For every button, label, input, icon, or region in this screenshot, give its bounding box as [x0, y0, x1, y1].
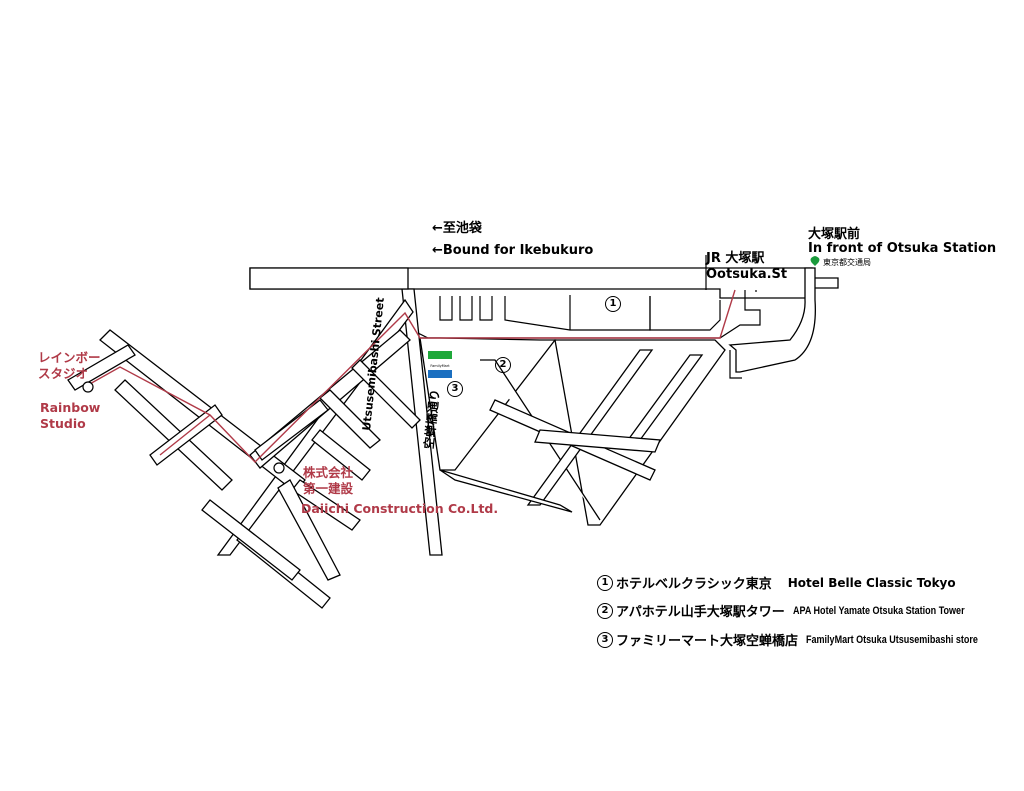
ikebukuro-en-label: ←Bound for Ikebukuro: [432, 243, 594, 258]
walking-route-branch: [159, 414, 211, 456]
legend-jp-1: ホテルベルクラシック東京: [616, 577, 772, 592]
marker-3: 3: [447, 381, 463, 397]
legend-row-1: 1 ホテルベルクラシック東京 Hotel Belle Classic Tokyo: [597, 573, 956, 592]
legend-marker-1: 1: [597, 574, 613, 591]
diagonal-roads-east: [419, 337, 726, 526]
legend-row-3: 3 ファミリーマート大塚空蝉橋店 FamilyMart Otsuka Utsus…: [597, 630, 1016, 649]
daiichi-jp-label-2: 第一建設: [303, 481, 354, 496]
otsuka-ekimae-jp-label: 大塚駅前: [808, 227, 861, 242]
marker-1: 1: [605, 296, 621, 312]
location-circle-icon: [273, 462, 285, 474]
rainbow-jp-label-1: レインボー: [38, 350, 101, 365]
rainbow-en-label-2: Studio: [40, 416, 86, 431]
station-plaza: [728, 267, 816, 379]
jr-station-jp-label: JR 大塚駅: [706, 251, 765, 266]
daiichi-en-label: Daiichi Construction Co.Ltd.: [301, 501, 499, 516]
legend-jp-3: ファミリーマート大塚空蝉橋店: [616, 634, 799, 649]
location-circle-icon: [82, 381, 94, 393]
familymart-sign-text: FamilyMart: [430, 364, 450, 368]
legend-marker-3: 3: [597, 631, 613, 648]
legend-en-2: APA Hotel Yamate Otsuka Station Tower: [792, 604, 965, 617]
ikebukuro-jp-label: ←至池袋: [432, 221, 482, 236]
familymart-sign: FamilyMart: [428, 351, 452, 378]
daiichi-jp-label-1: 株式会社: [303, 465, 354, 480]
diagonal-avenue-west: [216, 298, 414, 556]
walking-route: [87, 289, 736, 463]
rainbow-jp-label-2: スタジオ: [38, 366, 89, 381]
rainbow-en-label-1: Rainbow: [40, 400, 101, 415]
legend-jp-2: アパホテル山手大塚駅タワー: [616, 605, 785, 620]
legend-marker-2: 2: [597, 602, 613, 619]
legend-en-3: FamilyMart Otsuka Utsusemibashi store: [806, 633, 978, 646]
jr-station-en-label: Ootsuka.St: [706, 267, 788, 282]
marker-2: 2: [495, 357, 511, 373]
utsusemibashi-street: [401, 288, 443, 556]
legend-row-2: 2 アパホテル山手大塚駅タワー APA Hotel Yamate Otsuka …: [597, 601, 1002, 620]
toei-bureau-label: 東京都交通局: [823, 258, 871, 267]
legend-en-1: Hotel Belle Classic Tokyo: [787, 575, 956, 590]
ginkgo-leaf-icon: [810, 256, 820, 266]
west-main-road: [249, 267, 409, 290]
otsuka-ekimae-en-label: In front of Otsuka Station: [808, 241, 997, 256]
